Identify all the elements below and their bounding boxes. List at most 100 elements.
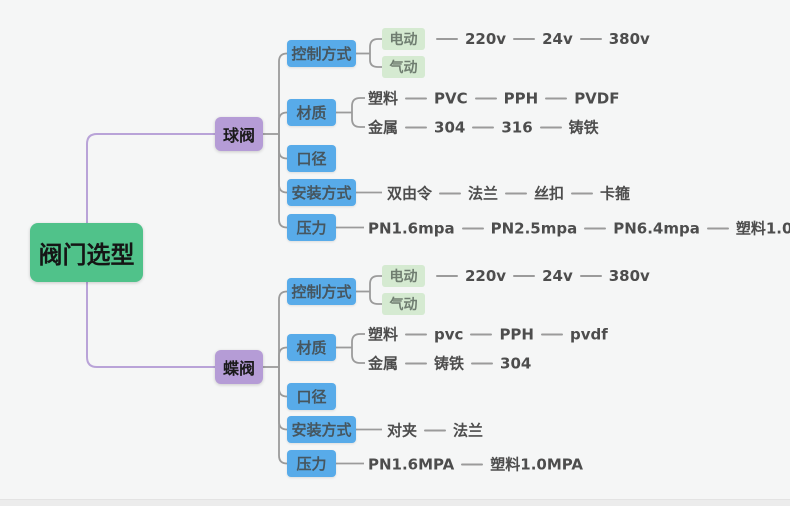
chain-item-metal[interactable]: 金属 <box>368 354 399 373</box>
connector-ball-material <box>278 111 288 134</box>
chain-pressure-butterfly: PN1.6MPA 塑料1.0MPA <box>368 454 583 475</box>
connector-bfly-installation <box>278 367 288 431</box>
chain-connector <box>405 126 428 128</box>
chain-item-220v[interactable]: 220v <box>465 267 507 285</box>
chain-item-pvdf[interactable]: PVDF <box>574 89 620 107</box>
canvas-bottom-edge <box>0 499 790 506</box>
chain-connector <box>513 38 536 40</box>
chain-item-380v[interactable]: 380v <box>608 30 650 48</box>
chain-item-pph[interactable]: PPH <box>499 325 534 343</box>
chain-plastic-ball: 塑料 PVC PPH PVDF <box>368 88 620 109</box>
category-node-diameter-butterfly[interactable]: 口径 <box>287 383 336 410</box>
category-node-installation-ball[interactable]: 安装方式 <box>287 179 356 206</box>
category-node-pressure-butterfly[interactable]: 压力 <box>287 450 336 477</box>
chain-item-304[interactable]: 304 <box>434 118 466 136</box>
branch-node-butterfly-valve[interactable]: 蝶阀 <box>215 350 263 384</box>
connector-bfly-pressure <box>278 367 288 465</box>
connector-root-butterfly-valve <box>86 282 215 368</box>
chain-item-plastic10[interactable]: 塑料1.0MPA <box>490 455 584 474</box>
chain-item-24v[interactable]: 24v <box>542 267 573 285</box>
chain-item-pn64[interactable]: PN6.4mpa <box>613 219 700 237</box>
category-node-material-ball[interactable]: 材质 <box>287 99 336 126</box>
chain-connector <box>571 192 594 194</box>
chain-item-316[interactable]: 316 <box>501 118 533 136</box>
chain-connector <box>471 362 494 364</box>
chain-item-flange[interactable]: 法兰 <box>453 421 484 440</box>
category-node-control-mode-butterfly[interactable]: 控制方式 <box>287 278 356 305</box>
connector-ball-plastic <box>351 97 365 113</box>
connector-ball-metal <box>351 112 365 128</box>
chain-connector <box>436 38 458 40</box>
connector-ball-control-mode <box>278 52 288 134</box>
chain-item-220v[interactable]: 220v <box>465 30 507 48</box>
chain-item-thread[interactable]: 丝扣 <box>534 184 565 203</box>
connector-ball-installation <box>278 134 288 194</box>
chain-item-wafer[interactable]: 对夹 <box>387 421 418 440</box>
category-node-control-mode-ball[interactable]: 控制方式 <box>287 40 356 67</box>
root-node-valve-selection[interactable]: 阀门选型 <box>30 223 143 282</box>
chain-item-plastic[interactable]: 塑料 <box>368 325 399 344</box>
chain-metal-butterfly: 金属 铸铁 304 <box>368 353 531 374</box>
connector-ball-diameter <box>278 134 288 160</box>
chain-connector <box>405 333 428 335</box>
chain-item-plastic[interactable]: 塑料 <box>368 89 399 108</box>
chain-connector <box>461 463 484 465</box>
chain-item-pvc[interactable]: pvc <box>434 325 464 343</box>
chain-connector <box>706 227 729 229</box>
leaf-node-electric-ball[interactable]: 电动 <box>382 28 425 50</box>
chain-plastic-butterfly: 塑料 pvc PPH pvdf <box>368 324 608 345</box>
chain-connector <box>405 97 428 99</box>
chain-item-cast-iron[interactable]: 铸铁 <box>434 354 465 373</box>
connector-root-ball-valve <box>86 133 215 223</box>
chain-item-380v[interactable]: 380v <box>608 267 650 285</box>
chain-item-pvc[interactable]: PVC <box>434 89 468 107</box>
chain-connector <box>470 333 493 335</box>
chain-connector <box>539 126 562 128</box>
category-node-pressure-ball[interactable]: 压力 <box>287 214 336 241</box>
chain-connector <box>474 97 497 99</box>
chain-connector <box>579 38 602 40</box>
chain-voltage-ball: 220v 24v 380v <box>429 30 650 48</box>
chain-item-metal[interactable]: 金属 <box>368 118 399 137</box>
chain-item-cast-iron[interactable]: 铸铁 <box>568 118 599 137</box>
chain-item-pph[interactable]: PPH <box>503 89 539 107</box>
leaf-node-pneumatic-butterfly[interactable]: 气动 <box>382 293 425 315</box>
chain-connector <box>505 192 528 194</box>
chain-item-pn16[interactable]: PN1.6MPA <box>368 455 455 473</box>
chain-connector <box>461 227 484 229</box>
leaf-node-pneumatic-ball[interactable]: 气动 <box>382 56 425 78</box>
chain-item-pn16[interactable]: PN1.6mpa <box>368 219 455 237</box>
branch-node-ball-valve[interactable]: 球阀 <box>215 117 263 151</box>
chain-item-pvdf[interactable]: pvdf <box>569 325 608 343</box>
chain-connector <box>405 362 428 364</box>
chain-voltage-butterfly: 220v 24v 380v <box>429 267 650 285</box>
chain-connector <box>472 126 495 128</box>
connector-bfly-material <box>278 346 288 367</box>
chain-pressure-ball: PN1.6mpa PN2.5mpa PN6.4mpa 塑料1.0MPA <box>368 218 790 239</box>
chain-connector <box>439 192 462 194</box>
chain-item-flange[interactable]: 法兰 <box>468 184 499 203</box>
connector-bfly-plastic <box>351 333 365 348</box>
leaf-node-electric-butterfly[interactable]: 电动 <box>382 265 425 287</box>
chain-connector <box>436 275 458 277</box>
chain-item-plastic10[interactable]: 塑料1.0MPA <box>735 219 790 238</box>
ball-valve-connectors <box>263 38 382 229</box>
chain-connector <box>540 333 563 335</box>
chain-item-clamp[interactable]: 卡箍 <box>600 184 631 203</box>
category-node-installation-butterfly[interactable]: 安装方式 <box>287 416 356 443</box>
category-node-material-butterfly[interactable]: 材质 <box>287 334 336 361</box>
connector-ball-electric <box>369 38 382 54</box>
connector-bfly-electric <box>369 275 382 292</box>
chain-item-304[interactable]: 304 <box>500 354 532 372</box>
chain-installation-butterfly: 对夹 法兰 <box>387 420 483 441</box>
chain-connector <box>513 275 536 277</box>
connector-bfly-diameter <box>278 367 288 398</box>
butterfly-valve-connectors <box>263 275 382 465</box>
chain-installation-ball: 双由令 法兰 丝扣 卡箍 <box>387 183 630 204</box>
chain-item-24v[interactable]: 24v <box>542 30 573 48</box>
chain-item-pn25[interactable]: PN2.5mpa <box>490 219 578 237</box>
category-node-diameter-ball[interactable]: 口径 <box>287 145 336 172</box>
chain-item-union[interactable]: 双由令 <box>387 184 433 203</box>
